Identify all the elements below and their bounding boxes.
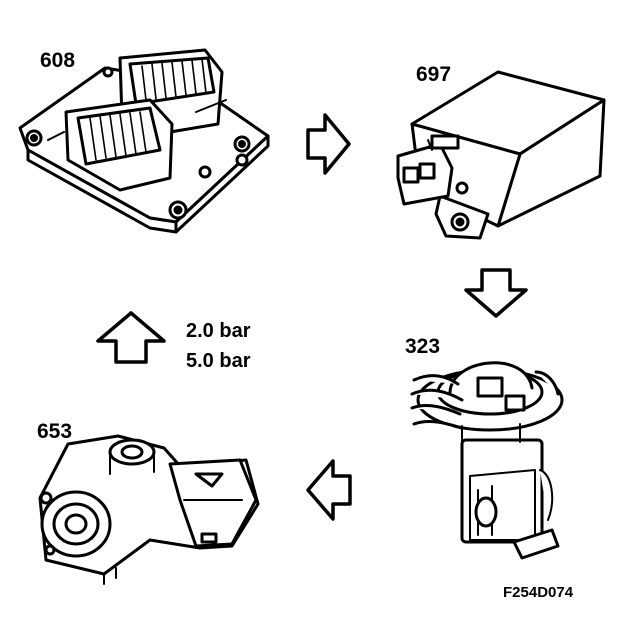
- relay-box-icon: [396, 70, 606, 240]
- component-number: 697: [416, 63, 452, 86]
- component-number: 653: [37, 420, 73, 443]
- control-module-icon: [18, 48, 270, 234]
- arrow-left-icon: [306, 459, 352, 521]
- pressure-sensor-icon: [38, 434, 260, 585]
- pressure-value: 2.0 bar: [186, 320, 251, 342]
- arrow-down-icon: [464, 268, 528, 318]
- figure-id: F254D074: [503, 584, 574, 601]
- component-number: 323: [405, 335, 441, 358]
- component-number: 608: [40, 49, 76, 72]
- fuel-pump-icon: [410, 361, 564, 560]
- arrow-right-icon: [306, 113, 351, 175]
- pressure-value: 5.0 bar: [186, 350, 251, 372]
- arrow-up-icon: [96, 311, 166, 364]
